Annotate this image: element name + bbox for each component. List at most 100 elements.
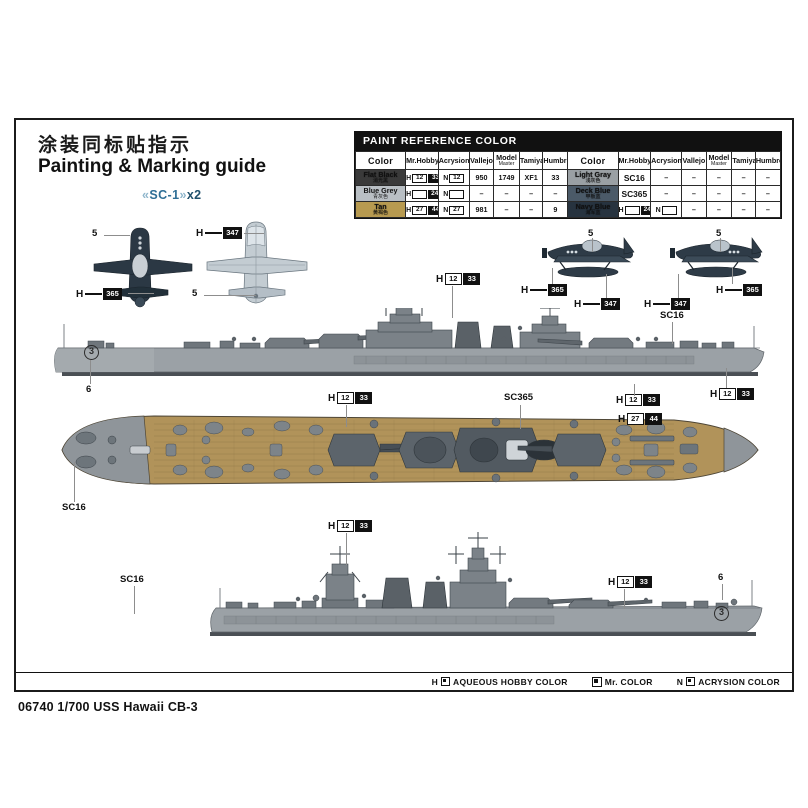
painting-guide-sheet: 涂装同标贴指示 Painting & Marking guide «SC-1»x… (14, 118, 794, 692)
header-tamiya-right: Tamiya (731, 151, 756, 170)
chip-white-code: 12 (449, 173, 465, 183)
navy-blue-name-cn: 海军蓝 (585, 209, 601, 216)
sc1-code: SC-1 (149, 188, 180, 202)
deck-blue-tamiya: – (731, 185, 756, 202)
label-sc365-deck: SC365 (504, 392, 534, 403)
callout-white-code (84, 293, 102, 295)
tan-name: Tan (374, 202, 387, 212)
flat-black-name-cn: 消光黑 (373, 177, 389, 184)
deck-blue-humbrol: – (754, 185, 782, 202)
part-number-5-aircraft-light: 5 (192, 288, 198, 299)
legend-acrysion-label: ACRYSION COLOR (698, 676, 780, 687)
legend-acrysion-prefix: N (676, 676, 684, 687)
legend-aqueous-label: AQUEOUS HOBBY COLOR (453, 676, 568, 687)
navy-blue-modelmaster: – (705, 201, 733, 218)
chip-prefix: N (443, 206, 449, 214)
callout-h12-33-deck-aft: H 12 33 (616, 394, 661, 406)
tan-tamiya: – (518, 201, 544, 218)
mr-color-mark-icon (591, 676, 602, 687)
navy-blue-acrysion: N (650, 201, 683, 218)
blue-grey-humbrol: – (542, 185, 569, 202)
ship-starboard-profile-view (34, 520, 784, 650)
tan-modelmaster: – (493, 201, 520, 218)
leader-line (732, 268, 733, 284)
flat-black-humbrol: 33 (542, 169, 569, 186)
starboard-profile-svg (210, 532, 763, 636)
hull-number-port: 3 (84, 345, 99, 360)
part-number-5-aircraft-dark: 5 (92, 228, 98, 239)
callout-black-code: 347 (671, 298, 690, 310)
blue-grey-name: Blue Grey (363, 186, 398, 196)
callout-black-code: 44 (645, 413, 663, 425)
callout-white-code: 12 (336, 520, 354, 532)
callout-h27-44-deck: H 27 44 (618, 413, 663, 425)
callout-prefix: H (76, 288, 84, 300)
deck-blue-mrhobby: SC365 (617, 185, 652, 202)
tan-vallejo: 981 (468, 201, 495, 218)
header-humbrol-left: Humbrol (542, 151, 569, 170)
sc1-aircraft-topview-dark (84, 224, 204, 310)
callout-prefix: H (616, 394, 624, 406)
header-color-right: Color (567, 151, 619, 170)
callout-white-code (582, 303, 600, 305)
sc1-close-guillemet: » (179, 188, 187, 202)
flat-black-modelmaster: 1749 (493, 169, 520, 186)
leader-line (104, 235, 130, 236)
modelmaster-line2: Master (498, 160, 515, 167)
leader-line (722, 584, 723, 600)
callout-white-code: 12 (336, 392, 354, 404)
callout-white-code: 27 (626, 413, 644, 425)
chip-prefix: N (443, 174, 449, 182)
leader-line (634, 384, 635, 396)
light-gray-tamiya: – (731, 169, 756, 186)
header-vallejo-right: Vallejo (681, 151, 707, 170)
chip-black-code: 33 (428, 173, 438, 183)
chip-black-code: 44 (428, 205, 438, 215)
swatch-deck-blue: Deck Blue 甲板蓝 (567, 185, 619, 202)
part-number-6-port: 6 (86, 384, 92, 395)
callout-white-code (724, 289, 742, 291)
callout-black-code: 347 (601, 298, 620, 310)
callout-prefix: H (436, 273, 444, 285)
callout-black-code: 33 (355, 520, 373, 532)
header-acrysion-right: Acrysion (650, 151, 683, 170)
header-modelmaster-right: Model Master (705, 151, 733, 170)
label-sc16-port: SC16 (660, 310, 684, 321)
callout-prefix: H (608, 576, 616, 588)
sc1-light-plan-svg (206, 221, 308, 304)
leader-line (720, 238, 721, 252)
callout-white-code (652, 303, 670, 305)
blue-grey-acrysion: N (437, 185, 470, 202)
leader-line (520, 405, 521, 429)
modelmaster-right-line2: Master (711, 160, 727, 167)
acrysion-mark-icon (686, 677, 696, 686)
chip-h-248: H248 (619, 205, 650, 215)
page-title-chinese: 涂装同标贴指示 (38, 134, 193, 156)
callout-white-code: 12 (616, 576, 634, 588)
swatch-navy-blue: Navy Blue 海军蓝 (567, 201, 619, 218)
chip-white-code (624, 205, 640, 215)
chip-black-code: 242 (428, 189, 438, 199)
callout-white-code: 12 (444, 273, 462, 285)
leader-line (678, 274, 679, 298)
callout-h12-33-deck: H 12 33 (328, 392, 373, 404)
callout-black-code: 365 (743, 284, 762, 296)
tan-humbrol: 9 (542, 201, 569, 218)
swatch-tan: Tan 黄褐色 (354, 201, 407, 218)
swatch-light-gray: Light Gray 浅灰色 (567, 169, 619, 186)
deck-blue-name: Deck Blue (575, 186, 611, 196)
modelmaster-right-line1: Model (708, 153, 730, 163)
chip-white-code: 27 (412, 205, 428, 215)
callout-h12-33-port-mast: H 12 33 (436, 273, 481, 285)
header-humbrol-right: Humbrol (754, 151, 782, 170)
callout-h12-33-starboard-tower: H 12 33 (328, 520, 373, 532)
modelmaster-line1: Model (496, 153, 517, 163)
callout-h365-side-right: H 365 (716, 284, 762, 296)
